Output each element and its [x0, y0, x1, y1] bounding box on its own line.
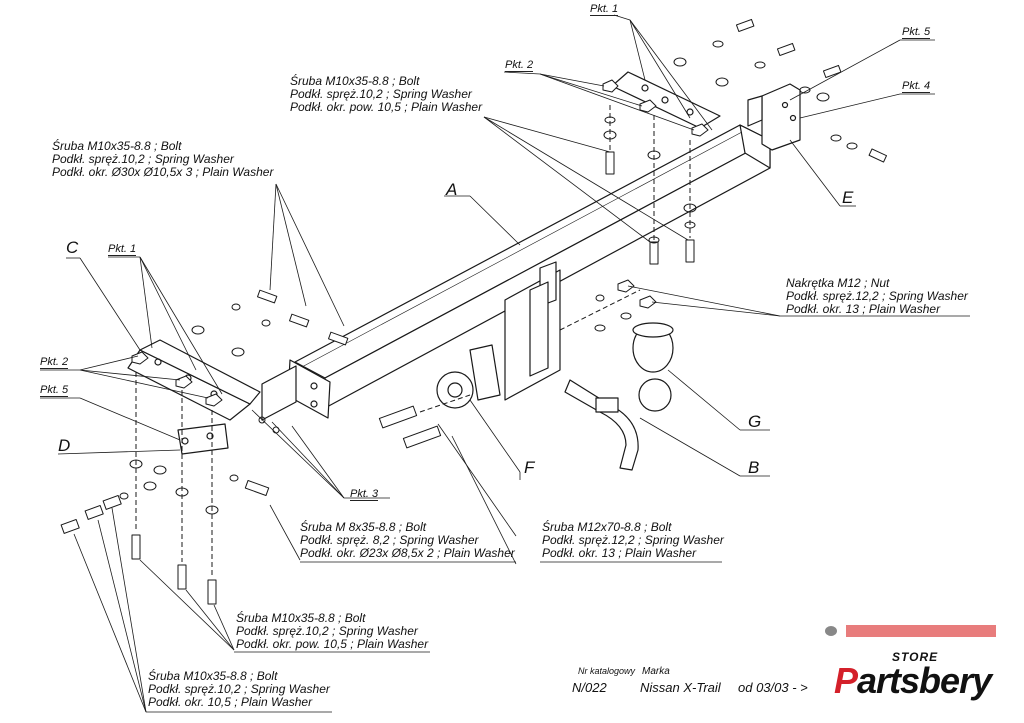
label-d: D	[58, 436, 71, 455]
callout-line: Śruba M 8x35-8.8 ; Bolt	[300, 520, 427, 534]
callout-line: Podkł. spręż.12,2 ; Spring Washer	[786, 289, 968, 303]
callout-line: Śruba M10x35-8.8 ; Bolt	[290, 74, 420, 88]
callout-line: Śruba M10x35-8.8 ; Bolt	[52, 139, 182, 153]
callout-line: Podkł. spręż.10,2 ; Spring Washer	[52, 152, 234, 166]
point-label-pkt3: Pkt. 3	[350, 488, 379, 501]
partial-brand-logo-icon	[825, 625, 996, 637]
callout-bottom-mid-bolts: Śruba M10x35-8.8 ; Bolt Podkł. spręż.10,…	[236, 612, 428, 651]
callout-line: Nakrętka M12 ; Nut	[786, 276, 890, 290]
left-bracket-d	[177, 423, 229, 455]
callout-line: Podkł. okr. pow. 10,5 ; Plain Washer	[290, 100, 483, 114]
tow-ball-g	[632, 322, 674, 412]
callout-line: Podkł. okr. 13 ; Plain Washer	[542, 546, 697, 560]
point-label-pkt2-top: Pkt. 2	[505, 59, 534, 72]
point-label-pkt1-left: Pkt. 1	[108, 243, 137, 256]
logo-name: Partsbery	[834, 660, 992, 702]
callout-nut: Nakrętka M12 ; Nut Podkł. spręż.12,2 ; S…	[786, 277, 968, 316]
callout-top-bolts: Śruba M10x35-8.8 ; Bolt Podkł. spręż.10,…	[290, 75, 482, 114]
brand-label: Marka	[642, 666, 670, 677]
logo-name-initial: P	[834, 660, 858, 701]
center-mount-plate	[504, 261, 561, 401]
label-c: C	[66, 238, 79, 257]
model-value: Nissan X-Trail	[640, 680, 721, 695]
callout-line: Podkł. okr. 10,5 ; Plain Washer	[148, 695, 313, 709]
catalog-number-value: N/022	[572, 680, 607, 695]
catalog-number-label: Nr katalogowy	[578, 666, 636, 676]
socket-plate-f	[436, 344, 501, 409]
label-e: E	[842, 188, 854, 207]
left-end-plate	[261, 359, 331, 421]
date-range-value: od 03/03 - >	[738, 680, 808, 695]
partsbery-logo: STORE Partsbery	[834, 650, 1010, 710]
callout-line: Podkł. okr. Ø30x Ø10,5x 3 ; Plain Washer	[52, 165, 274, 179]
point-label-pkt5-right: Pkt. 5	[902, 26, 931, 39]
label-g: G	[748, 412, 762, 431]
ball-neck-b	[564, 379, 639, 471]
point-label-pkt5-left: Pkt. 5	[40, 384, 69, 397]
callout-line: Podkł. okr. 13 ; Plain Washer	[786, 302, 941, 316]
label-a: A	[446, 180, 458, 199]
right-bracket-e	[747, 83, 801, 151]
callout-line: Podkł. spręż.10,2 ; Spring Washer	[290, 87, 472, 101]
callout-line: Śruba M10x35-8.8 ; Bolt	[148, 669, 278, 683]
label-f: F	[524, 458, 535, 477]
point-label-pkt2-left: Pkt. 2	[40, 356, 69, 369]
callout-line: Podkł. spręż. 8,2 ; Spring Washer	[300, 533, 479, 547]
leader-lines	[40, 14, 970, 713]
callout-line: Śruba M10x35-8.8 ; Bolt	[236, 611, 366, 625]
callout-bottom-left-bolts: Śruba M10x35-8.8 ; Bolt Podkł. spręż.10,…	[148, 670, 330, 709]
fasteners	[60, 18, 888, 605]
callout-line: Śruba M12x70-8.8 ; Bolt	[542, 520, 672, 534]
callout-line: Podkł. okr. Ø23x Ø8,5x 2 ; Plain Washer	[300, 546, 515, 560]
callout-line: Podkł. okr. pow. 10,5 ; Plain Washer	[236, 637, 429, 651]
logo-store-text: STORE	[892, 650, 939, 664]
label-b: B	[748, 458, 760, 477]
callout-left-bolts: Śruba M10x35-8.8 ; Bolt Podkł. spręż.10,…	[52, 140, 273, 179]
left-mounting-bracket-c	[127, 339, 261, 421]
callout-line: Podkł. spręż.10,2 ; Spring Washer	[148, 682, 330, 696]
logo-name-rest: artsbery	[857, 660, 992, 701]
point-label-pkt4-right: Pkt. 4	[902, 80, 931, 93]
point-label-pkt1-top: Pkt. 1	[590, 3, 619, 16]
callout-m12-bolts: Śruba M12x70-8.8 ; Bolt Podkł. spręż.12,…	[542, 521, 724, 560]
callout-line: Podkł. spręż.12,2 ; Spring Washer	[542, 533, 724, 547]
callout-m8-bolts: Śruba M 8x35-8.8 ; Bolt Podkł. spręż. 8,…	[300, 521, 515, 560]
callout-line: Podkł. spręż.10,2 ; Spring Washer	[236, 624, 418, 638]
